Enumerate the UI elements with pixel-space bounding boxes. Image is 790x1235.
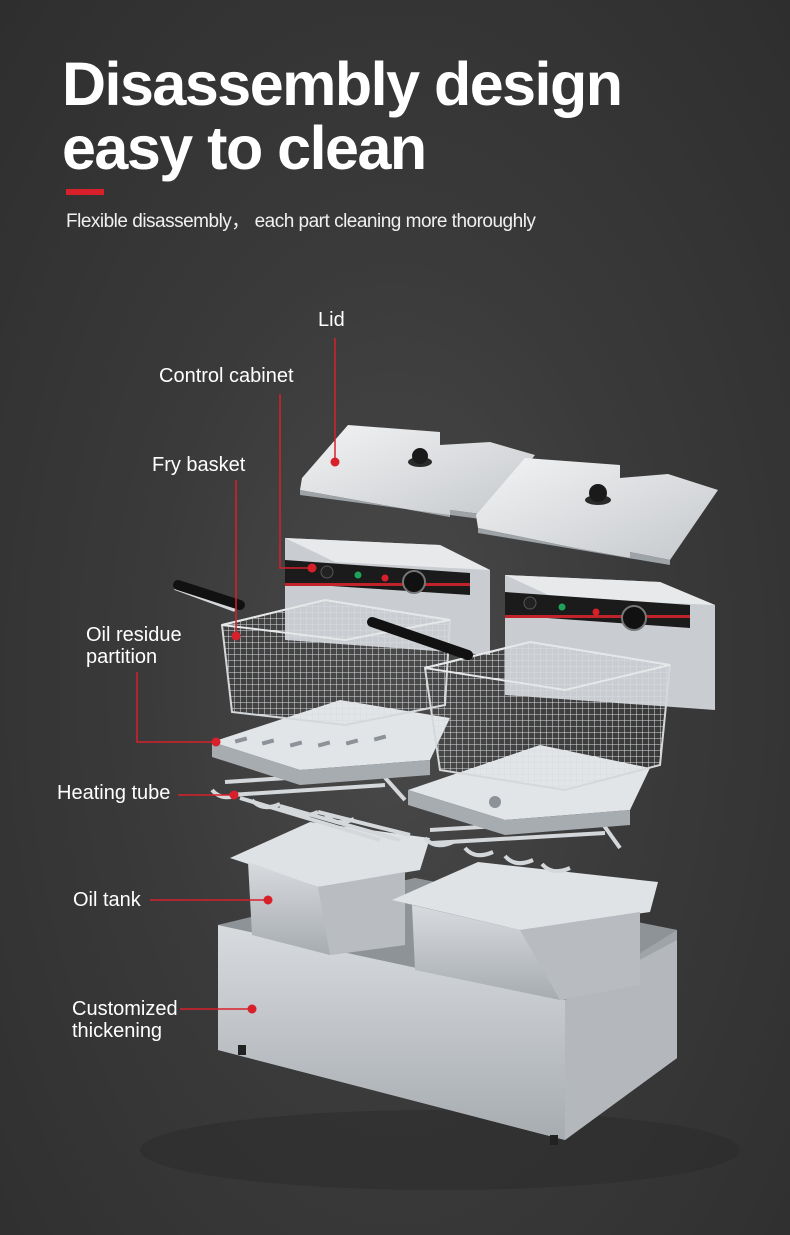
title-line-1: Disassembly design [62,50,623,118]
page-title: Disassembly design easy to clean [62,50,623,182]
callout-line-oil-residue [136,672,216,743]
label-customized-line-1: Customized [72,998,178,1020]
label-heating-tube: Heating tube [57,782,171,804]
oil-residue-partition-left [212,700,450,785]
lid-left [300,425,535,520]
oil-tank-left [230,822,430,955]
label-oil-tank: Oil tank [73,889,141,911]
callout-lines [136,338,336,1010]
label-oil-residue-line-2: partition [86,646,158,668]
floor-shadow [140,1110,740,1190]
callout-line-control-cabinet [279,394,312,569]
subtitle: Flexible disassembly， each part cleaning… [66,211,536,232]
label-oil-residue-partition: Oil residue partition [86,624,182,668]
label-lid: Lid [318,309,345,331]
oil-tank-right [392,862,658,1000]
fry-basket-right [367,617,672,792]
lid-right [476,458,718,565]
title-line-2: easy to clean [62,114,427,182]
label-fry-basket: Fry basket [152,454,246,476]
label-customized-thickening: Customized thickening [72,998,178,1042]
label-oil-residue-line-1: Oil residue [86,624,182,646]
label-customized-line-2: thickening [72,1020,163,1042]
title-accent-bar [66,189,104,195]
label-control-cabinet: Control cabinet [159,365,294,387]
callout-dots [211,457,340,1014]
